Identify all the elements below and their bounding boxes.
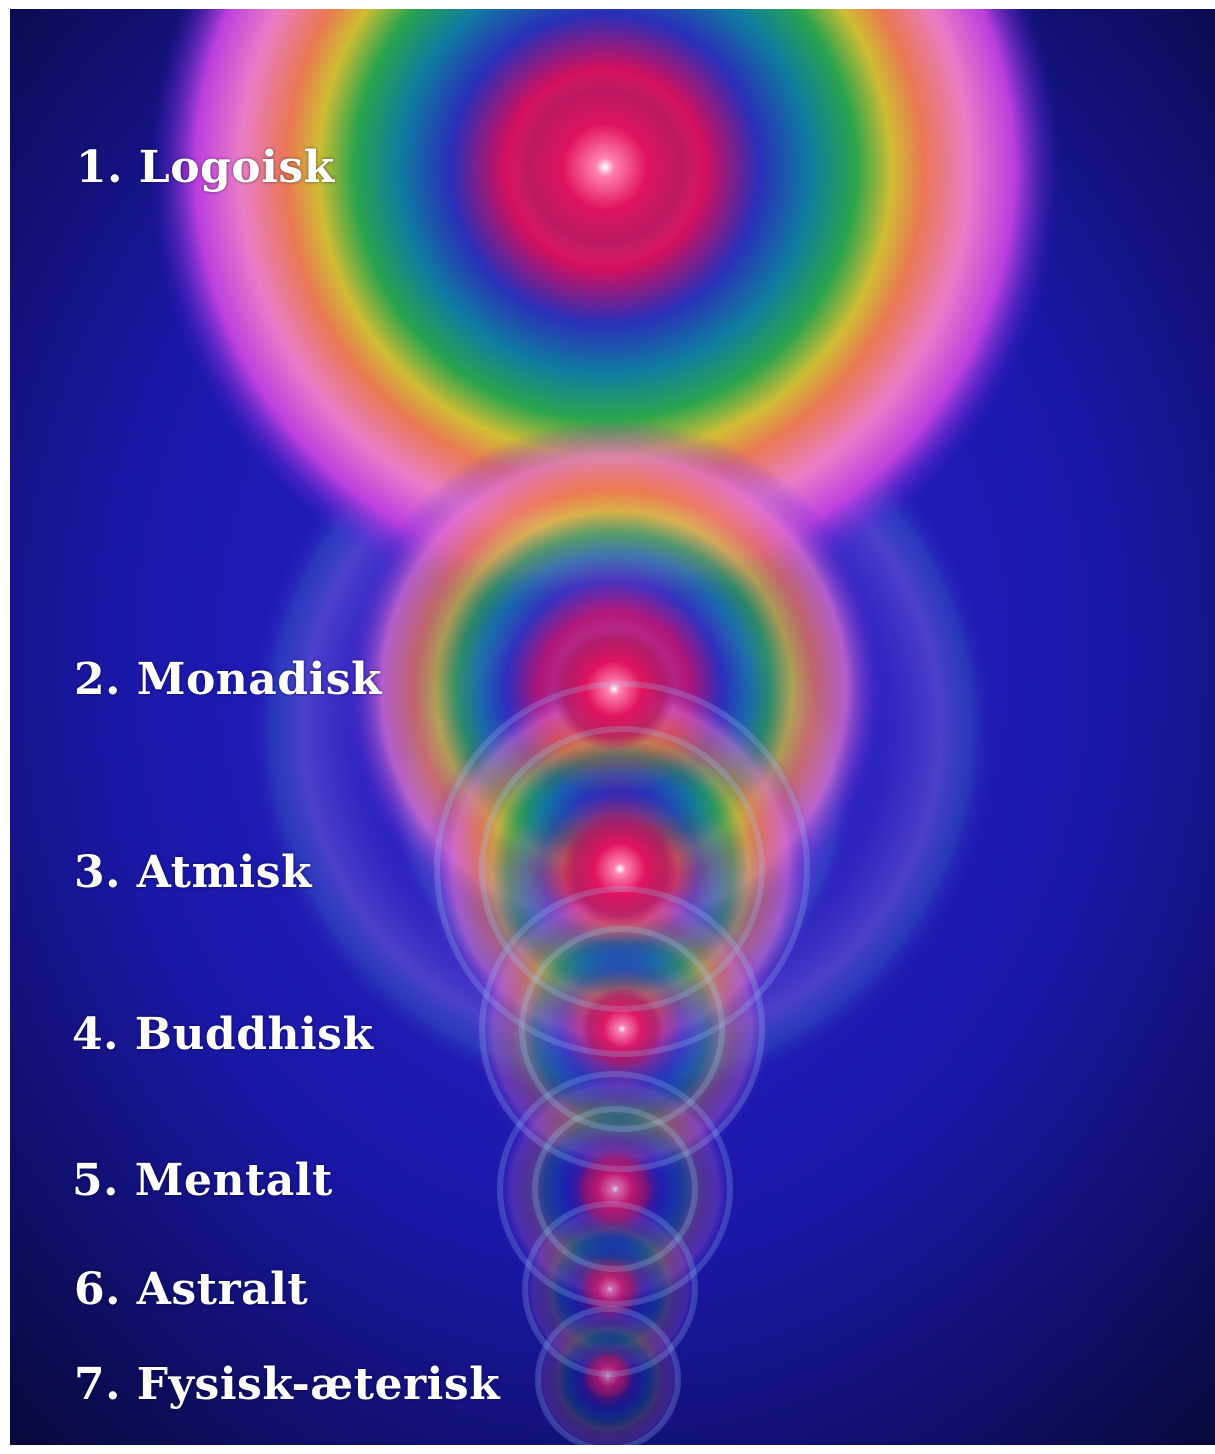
plane-label-7: 7. Fysisk-æterisk [74, 1359, 500, 1410]
plane-label-3: 3. Atmisk [74, 847, 312, 898]
plane-label-1: 1. Logoisk [76, 142, 335, 193]
plane-label-6: 6. Astralt [74, 1264, 308, 1315]
orb-artwork [10, 9, 1215, 1445]
plane-label-2: 2. Monadisk [74, 654, 382, 705]
diagram-canvas: 1. Logoisk 2. Monadisk 3. Atmisk 4. Budd… [10, 9, 1215, 1445]
plane-label-5: 5. Mentalt [72, 1155, 333, 1206]
plane-label-4: 4. Buddhisk [72, 1009, 373, 1060]
